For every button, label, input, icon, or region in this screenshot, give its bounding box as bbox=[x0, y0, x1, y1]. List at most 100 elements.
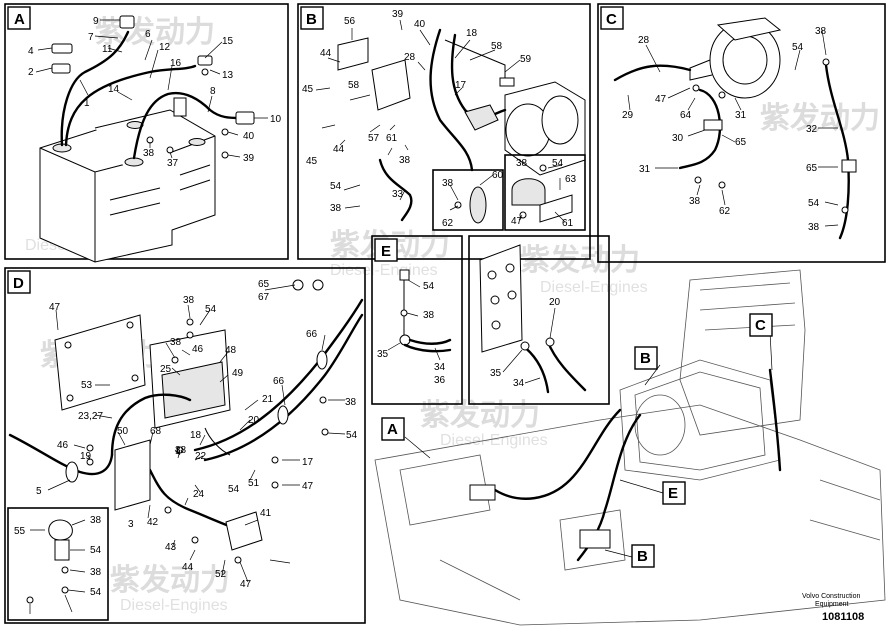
callout: 45 bbox=[306, 156, 318, 167]
callout: 62 bbox=[719, 206, 731, 217]
callout: 24 bbox=[193, 489, 205, 500]
callout: 38 bbox=[90, 515, 102, 526]
callout: 60 bbox=[492, 170, 504, 181]
callout: 15 bbox=[222, 36, 234, 47]
callout: 6 bbox=[145, 29, 151, 40]
callout: 38 bbox=[90, 567, 102, 578]
callout: 18 bbox=[466, 28, 478, 39]
callout: 47 bbox=[511, 216, 523, 227]
panel-c-frame bbox=[597, 3, 886, 263]
panel-b: B 39 56 bbox=[297, 3, 591, 260]
callout: 54 bbox=[205, 304, 217, 315]
callout: 59 bbox=[520, 54, 532, 65]
callout: 38 bbox=[183, 295, 195, 306]
starter-motor-drawing bbox=[337, 28, 586, 222]
callout: 64 bbox=[680, 110, 692, 121]
callout: 47 bbox=[240, 579, 252, 590]
callout: 65 bbox=[806, 163, 818, 174]
panel-e-label: E bbox=[381, 243, 391, 260]
panel-b-frame bbox=[297, 3, 591, 260]
callout: 51 bbox=[248, 478, 260, 489]
callout: 35 bbox=[377, 349, 389, 360]
callout: 47 bbox=[655, 94, 667, 105]
callout: 20 bbox=[549, 297, 561, 308]
overview-label-a: A bbox=[387, 421, 398, 438]
callout: 54 bbox=[792, 42, 804, 53]
callout: 38 bbox=[423, 310, 435, 321]
callout: 53 bbox=[81, 380, 93, 391]
callout: 9 bbox=[93, 16, 99, 27]
panel-c-leaders bbox=[627, 29, 839, 227]
panel-e-frame bbox=[371, 235, 463, 405]
panel-e-leaders bbox=[387, 279, 441, 361]
callout: 37 bbox=[167, 158, 179, 169]
callout: 1 bbox=[175, 446, 181, 457]
callout: 66 bbox=[273, 376, 285, 387]
alternator-drawing bbox=[613, 17, 857, 240]
overview-tag-a bbox=[381, 417, 405, 441]
callout: 38 bbox=[516, 158, 528, 169]
callout: 43 bbox=[165, 542, 177, 553]
cable-e-drawing bbox=[399, 269, 452, 353]
callout: 11 bbox=[102, 44, 113, 55]
callout: 22 bbox=[195, 451, 207, 462]
callout: 47 bbox=[49, 302, 61, 313]
credit-line-2: Equipment bbox=[815, 601, 849, 608]
watermark-text-cn: 紫发动力 bbox=[520, 243, 640, 278]
panel-b-callouts: 39 56 40 18 44 28 58 45 58 59 17 57 61 4… bbox=[302, 9, 577, 229]
callout: 38 bbox=[143, 148, 155, 159]
watermark-text-en: Diesel-Engines bbox=[540, 279, 648, 296]
callout: 40 bbox=[243, 131, 255, 142]
watermark-text-en: Diesel-Engines bbox=[330, 262, 438, 279]
panel-d-tag bbox=[7, 270, 31, 294]
callout: 25 bbox=[160, 364, 172, 375]
callout: 54 bbox=[552, 158, 564, 169]
credit-line-1: Volvo Construction bbox=[802, 593, 860, 600]
battery-drawing bbox=[39, 109, 216, 263]
callout: 50 bbox=[117, 426, 129, 437]
callout: 44 bbox=[333, 144, 345, 155]
callout: 38 bbox=[345, 397, 357, 408]
callout: 68 bbox=[150, 426, 162, 437]
callout: 65 bbox=[735, 137, 747, 148]
callout: 58 bbox=[348, 80, 360, 91]
callout: 35 bbox=[490, 368, 502, 379]
callout: 10 bbox=[270, 114, 282, 125]
callout: 54 bbox=[346, 430, 358, 441]
callout: 62 bbox=[442, 218, 454, 229]
callout: 23,27 bbox=[78, 411, 103, 422]
panel-c-callouts: 28 38 54 47 29 64 31 30 65 32 31 65 38 6… bbox=[622, 26, 827, 233]
callout: 54 bbox=[90, 587, 102, 598]
callout: 5 bbox=[36, 486, 42, 497]
callout: 61 bbox=[562, 218, 574, 229]
callout: 61 bbox=[386, 133, 398, 144]
callout: 2 bbox=[28, 67, 34, 78]
detail-panel: 20 35 34 bbox=[468, 235, 610, 405]
callout: 45 bbox=[302, 84, 314, 95]
callout: 31 bbox=[735, 110, 747, 121]
callout: 29 bbox=[622, 110, 634, 121]
callout: 49 bbox=[232, 368, 244, 379]
callout: 32 bbox=[806, 124, 818, 135]
callout: 31 bbox=[639, 164, 651, 175]
callout: 63 bbox=[565, 174, 577, 185]
callout: 14 bbox=[108, 84, 120, 95]
callout: 54 bbox=[90, 545, 102, 556]
watermark-text-cn: 紫发动力 bbox=[95, 15, 215, 50]
overview-label-b2: B bbox=[637, 548, 648, 565]
panel-a: A bbox=[4, 3, 289, 263]
panel-c: C 28 38 54 47 29 64 3 bbox=[597, 3, 886, 263]
overview-tag-c bbox=[749, 313, 773, 337]
callout: 66 bbox=[306, 329, 318, 340]
callout: 44 bbox=[182, 562, 194, 573]
panel-a-tag bbox=[7, 6, 31, 30]
callout: 28 bbox=[404, 52, 416, 63]
callout: 56 bbox=[344, 16, 356, 27]
panel-d-label: D bbox=[13, 275, 24, 292]
panel-d-frame bbox=[4, 267, 366, 624]
callout: 33 bbox=[392, 189, 404, 200]
callout: 12 bbox=[159, 42, 171, 53]
callout: 47 bbox=[302, 481, 314, 492]
watermark-text-cn: 紫发动力 bbox=[760, 101, 880, 136]
battery-cables bbox=[51, 15, 255, 160]
